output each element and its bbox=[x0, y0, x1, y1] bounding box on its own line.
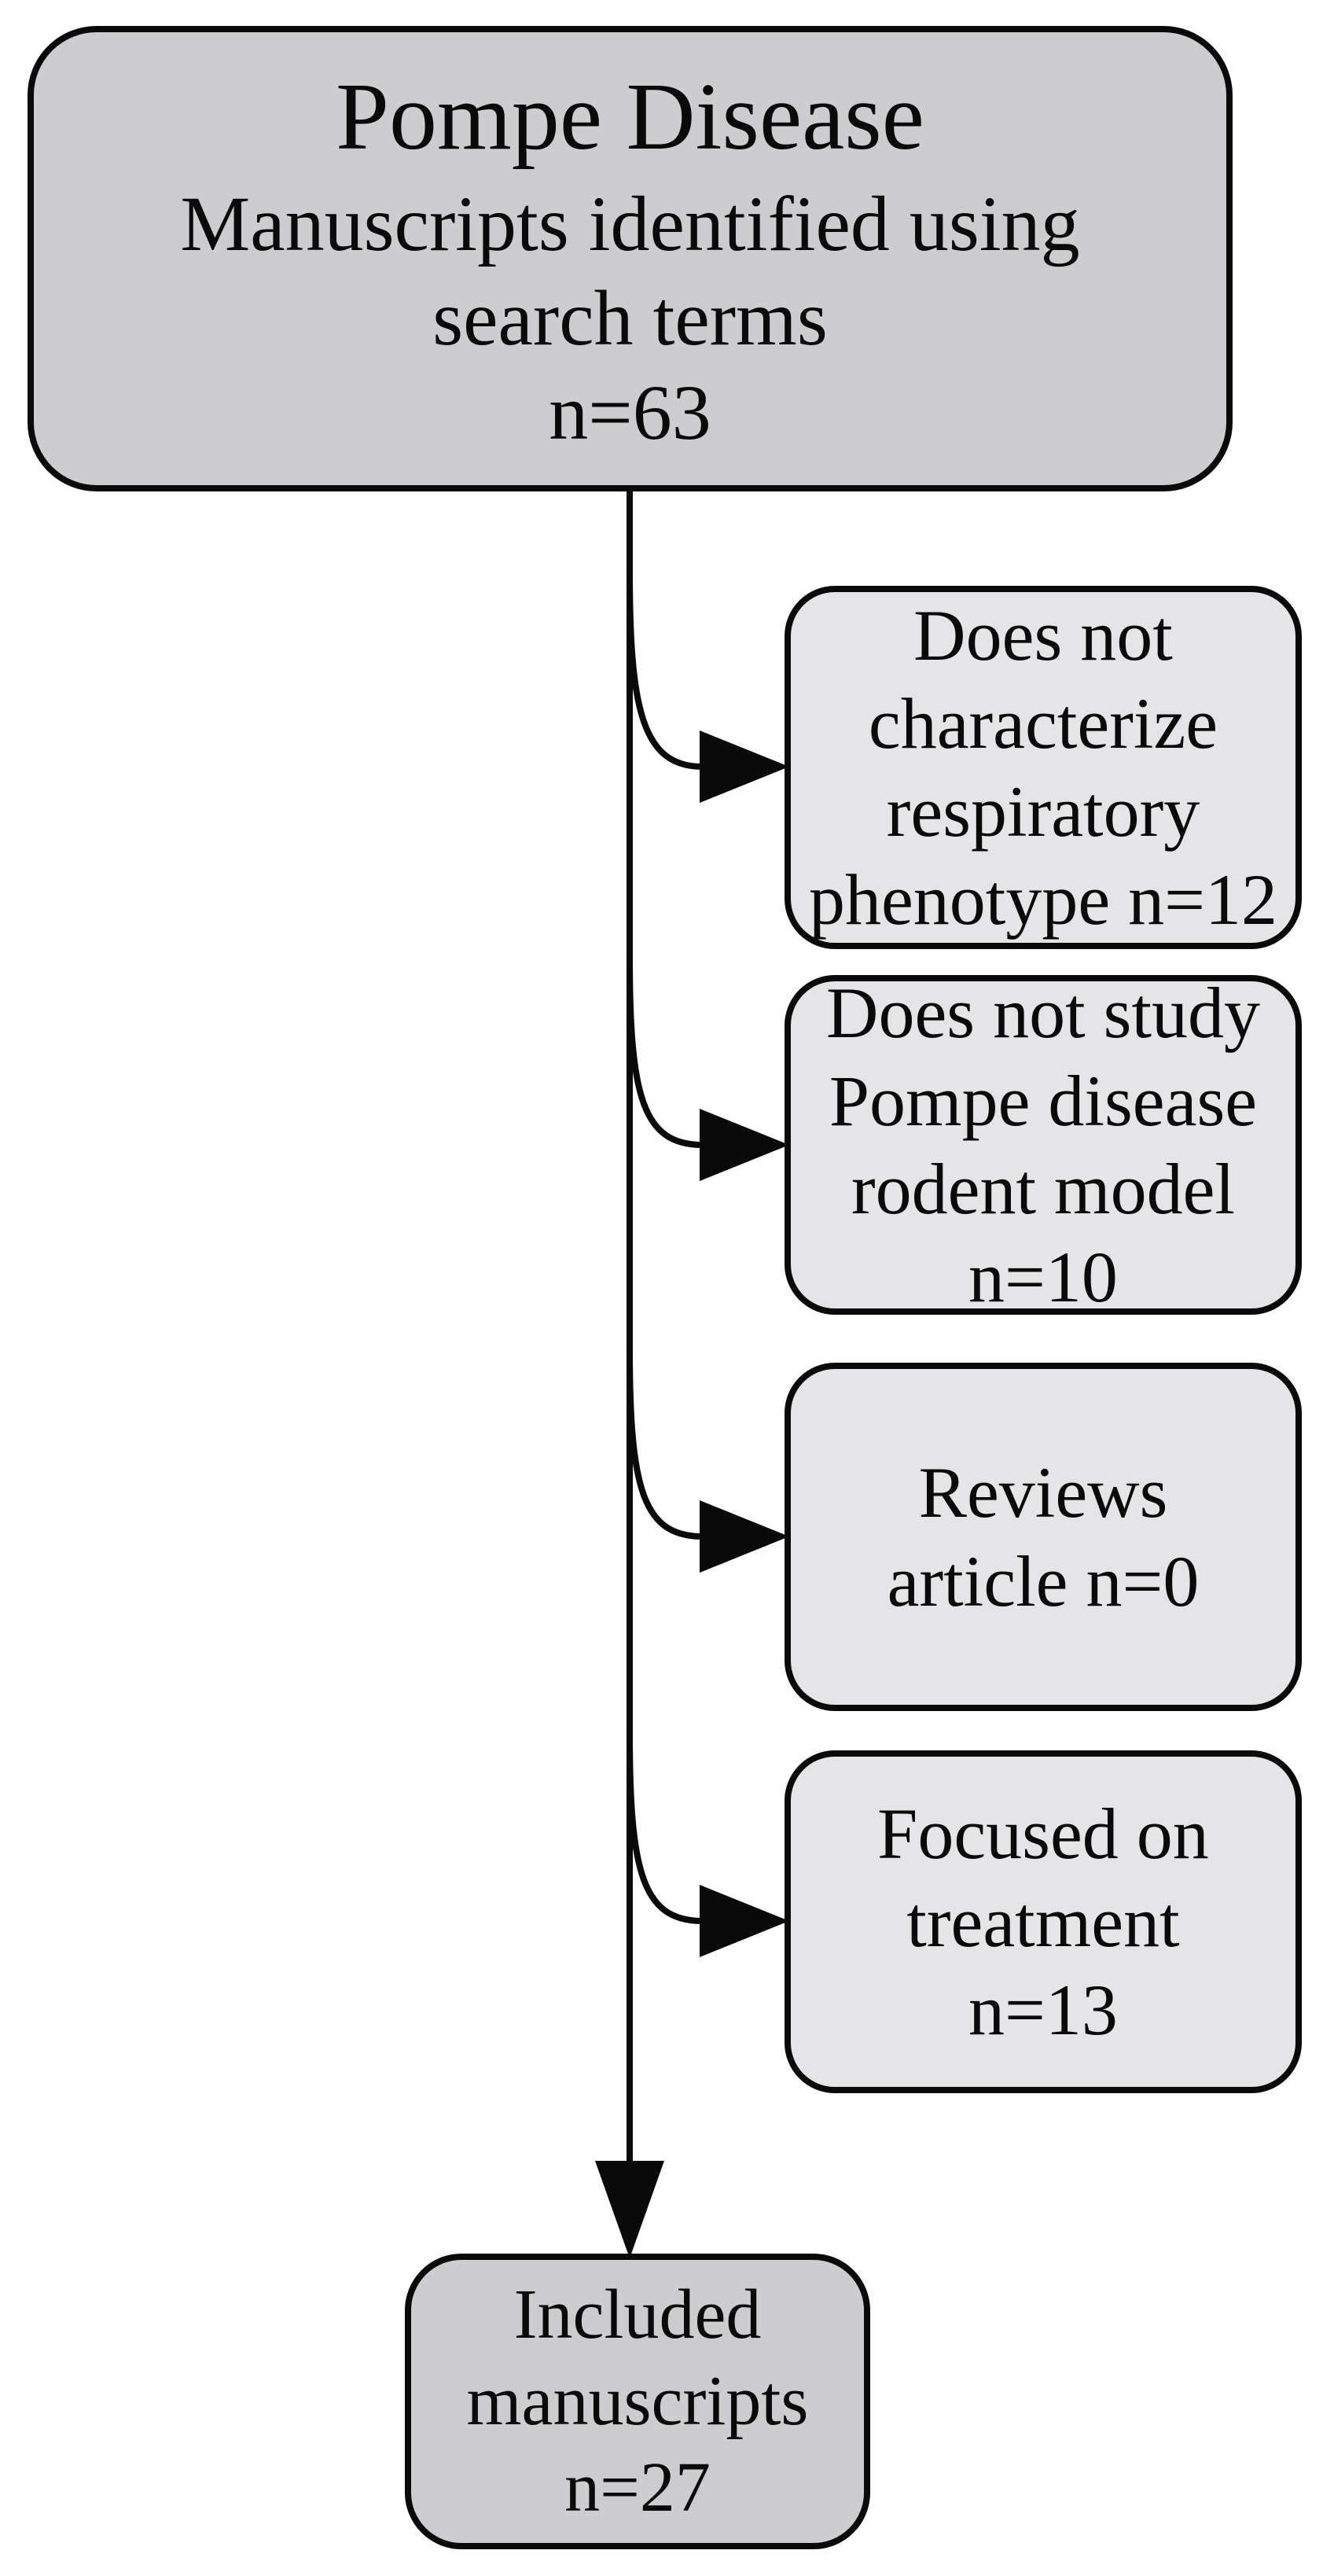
source-box-count: n=63 bbox=[549, 368, 711, 456]
exclusion-box-respiratory-phenotype: Does not characterize respiratory phenot… bbox=[785, 586, 1302, 949]
branch-curve bbox=[627, 1731, 704, 1924]
source-box: Pompe Disease Manuscripts identified usi… bbox=[28, 26, 1233, 491]
included-manuscripts-box: Included manuscripts n=27 bbox=[405, 2254, 870, 2549]
box-text-line: n=13 bbox=[968, 1970, 1118, 2051]
box-text-line: phenotype n=12 bbox=[808, 859, 1278, 940]
source-box-subtitle-line: Manuscripts identified using bbox=[180, 179, 1080, 267]
exclusion-box-reviews-article: Reviews article n=0 bbox=[785, 1363, 1302, 1711]
box-text-line: n=10 bbox=[968, 1237, 1118, 1318]
box-text-line: Reviews bbox=[918, 1452, 1168, 1533]
box-text-line: characterize bbox=[868, 683, 1218, 764]
arrowhead-icon bbox=[700, 1500, 789, 1573]
branch-curve bbox=[627, 569, 704, 770]
box-text-line: respiratory bbox=[886, 771, 1200, 852]
box-text-line: manuscripts bbox=[466, 2362, 809, 2441]
box-text-line: Does not study bbox=[826, 972, 1260, 1053]
source-box-title: Pompe Disease bbox=[336, 64, 924, 171]
arrowhead-icon bbox=[700, 1885, 789, 1957]
branch-curve bbox=[627, 1347, 704, 1540]
branch-curve bbox=[627, 955, 704, 1148]
exclusion-box-rodent-model: Does not study Pompe disease rodent mode… bbox=[785, 973, 1302, 1317]
box-text-line: n=27 bbox=[564, 2448, 711, 2526]
box-text-line: Included bbox=[513, 2276, 762, 2354]
box-text-line: Does not bbox=[913, 594, 1173, 675]
exclusion-box-focused-on-treatment: Focused on treatment n=13 bbox=[785, 1750, 1302, 2093]
box-text-line: treatment bbox=[906, 1881, 1180, 1962]
arrowhead-icon bbox=[700, 730, 789, 803]
source-box-subtitle-line: search terms bbox=[432, 274, 828, 362]
arrowhead-icon bbox=[700, 1109, 789, 1181]
box-text-line: Focused on bbox=[877, 1793, 1209, 1874]
arrowhead-icon bbox=[595, 2161, 664, 2258]
box-text-line: rodent model bbox=[851, 1149, 1235, 1229]
box-text-line: article n=0 bbox=[887, 1540, 1200, 1621]
box-text-line: Pompe disease bbox=[829, 1060, 1258, 1141]
